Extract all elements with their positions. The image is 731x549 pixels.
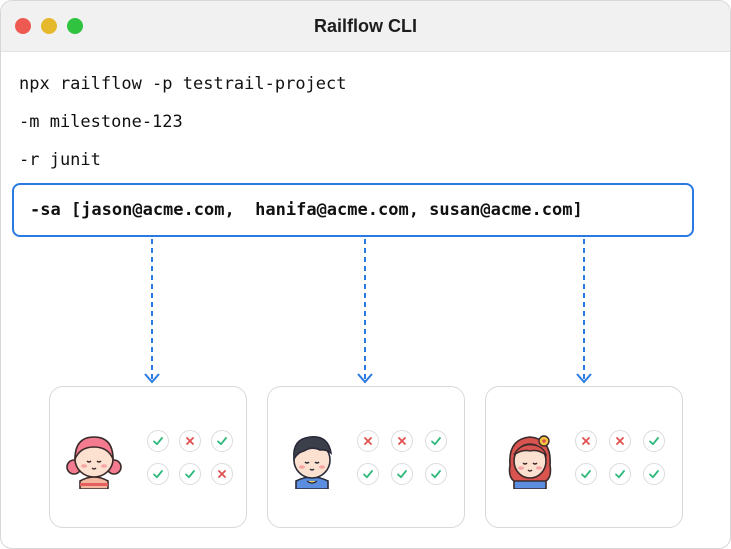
window-title: Railflow CLI — [314, 16, 417, 36]
result-status-icon — [609, 430, 631, 452]
girl-pigtails-avatar-icon — [66, 436, 122, 489]
result-status-icon — [575, 463, 597, 485]
user-card-hanifa — [267, 386, 465, 528]
result-status-icon — [147, 430, 169, 452]
title-bar: Railflow CLI — [1, 1, 730, 52]
boy-avatar-icon — [293, 436, 333, 489]
arrowhead-hanifa — [357, 373, 373, 384]
result-status-icon — [391, 463, 413, 485]
highlighted-command: -sa [jason@acme.com, hanifa@acme.com, su… — [12, 183, 694, 237]
result-status-icon — [391, 430, 413, 452]
result-status-icon — [575, 430, 597, 452]
arrowhead-jason — [144, 373, 160, 384]
minimize-window-button[interactable] — [41, 18, 57, 34]
result-status-icon — [211, 430, 233, 452]
assignment-arrows — [144, 239, 592, 384]
result-status-icon — [609, 463, 631, 485]
highlighted-command-text: -sa [jason@acme.com, hanifa@acme.com, su… — [30, 200, 583, 220]
result-status-icon — [211, 463, 233, 485]
arrowhead-susan — [576, 373, 592, 384]
command-line-1: npx railflow -p testrail-project — [19, 74, 347, 94]
user-card-jason — [49, 386, 247, 528]
result-status-icon — [357, 463, 379, 485]
command-line-2: -m milestone-123 — [19, 112, 183, 132]
result-status-icon — [357, 430, 379, 452]
result-status-icon — [147, 463, 169, 485]
result-status-icon — [425, 463, 447, 485]
result-status-icon — [179, 430, 201, 452]
result-status-icon — [643, 430, 665, 452]
result-status-icon — [643, 463, 665, 485]
result-status-icon — [425, 430, 447, 452]
result-status-icon — [179, 463, 201, 485]
user-card-susan — [485, 386, 683, 528]
maximize-window-button[interactable] — [67, 18, 83, 34]
command-line-3: -r junit — [19, 150, 101, 170]
close-window-button[interactable] — [15, 18, 31, 34]
girl-flower-avatar-icon — [508, 435, 552, 489]
